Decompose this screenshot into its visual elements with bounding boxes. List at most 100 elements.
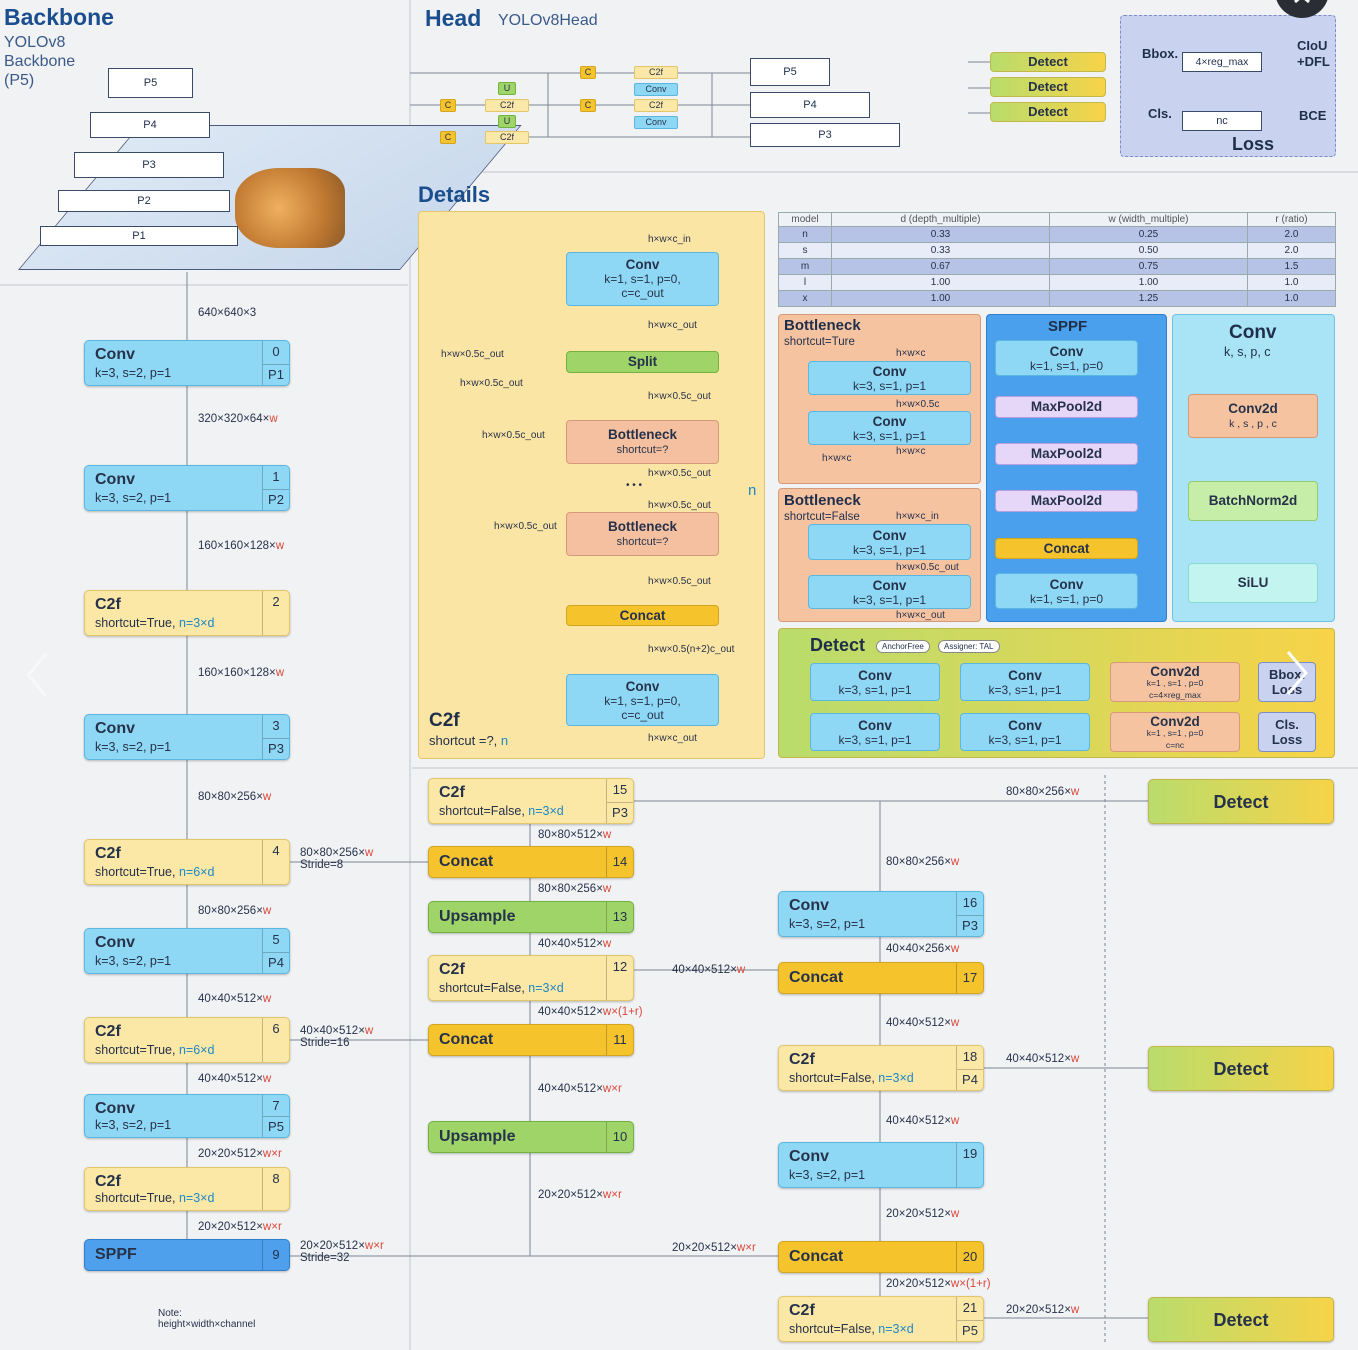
index-num: 1 [272, 469, 280, 484]
pyramid-p1: P1 [40, 226, 238, 246]
neck-shape-p: 20×20×512×w×(1+r) [886, 1278, 991, 1290]
neck-shape-a: 80×80×512×w [538, 829, 612, 841]
bottleneck-true-panel [778, 314, 981, 484]
c2f-split[interactable]: Split [566, 351, 719, 373]
loss-ciou: CIoU+DFL [1297, 38, 1330, 69]
detect-output-p5[interactable]: Detect [1148, 1297, 1334, 1342]
block-sub: shortcut=False, n=3×d [789, 1322, 914, 1336]
sppf-maxpool-2[interactable]: MaxPool2d [995, 443, 1138, 465]
neck-shape-e: 40×40×512×w×r [538, 1083, 622, 1095]
block-name: C2f [95, 1173, 121, 1190]
head-detect-1[interactable]: Detect [990, 52, 1106, 72]
close-icon[interactable] [1275, 0, 1329, 18]
index-num: 4 [272, 843, 280, 858]
pyramid-p4: P4 [90, 112, 210, 138]
loss-bce: BCE [1299, 108, 1327, 123]
backbone-model: YOLOv8 [4, 34, 66, 51]
block-name: Conv [95, 346, 135, 363]
chevron-left-icon[interactable] [22, 650, 56, 700]
block-name: Conv [95, 1100, 135, 1117]
head-level-p3: P3 [750, 123, 900, 147]
index-num: 18 [962, 1049, 978, 1064]
backbone-subtitle: YOLOv8 Backbone (P5) [4, 33, 75, 90]
bt-lbl-4: h×w×c [822, 453, 852, 464]
conv-detail-silu[interactable]: SiLU [1188, 563, 1318, 603]
block-index: 8 [262, 1168, 289, 1210]
col-width: w (width_multiple) [1049, 212, 1248, 227]
col-depth: d (depth_multiple) [831, 212, 1050, 227]
c2f-lbl-a: h×w×c_out [648, 320, 697, 331]
bottleneck-true-sub: shortcut=Ture [784, 336, 855, 348]
block-name: Upsample [439, 908, 516, 925]
index-num: 2 [272, 594, 280, 609]
level-tag: P4 [263, 952, 289, 970]
block-index: 6 [262, 1018, 289, 1062]
detect-cls-loss[interactable]: Cls.Loss [1258, 712, 1316, 752]
detect-bbox-loss[interactable]: Bbox.Loss [1258, 662, 1316, 702]
chevron-right-icon[interactable] [1280, 648, 1314, 698]
neck-shape-f: 20×20×512×w×r [538, 1189, 622, 1201]
block-sub: k=3, s=2, p=1 [95, 491, 172, 505]
bf-lbl-3: h×w×c_out [896, 610, 945, 621]
block-index: 17 [956, 963, 983, 993]
neck-shape-i: 40×40×256×w [886, 943, 960, 955]
sppf-concat[interactable]: Concat [995, 538, 1138, 559]
c2f-detail-sub: shortcut =?, n [429, 733, 509, 748]
conv-detail-batchnorm[interactable]: BatchNorm2d [1188, 481, 1318, 521]
bottleneck-true-title: Bottleneck [784, 317, 861, 334]
c2f-side-2: h×w×0.5c_out [460, 378, 523, 389]
head-detect-2[interactable]: Detect [990, 77, 1106, 97]
head-detect-3[interactable]: Detect [990, 102, 1106, 122]
block-name: Conv [95, 720, 135, 737]
block-index: 19 [956, 1143, 983, 1187]
detect-output-p3[interactable]: Detect [1148, 779, 1334, 824]
sppf-maxpool-1[interactable]: MaxPool2d [995, 396, 1138, 418]
c2f-concat[interactable]: Concat [566, 605, 719, 626]
backbone-sub: Backbone [4, 53, 76, 70]
detect-output-p4[interactable]: Detect [1148, 1046, 1334, 1091]
sppf-maxpool-3[interactable]: MaxPool2d [995, 490, 1138, 512]
loss-panel [1120, 15, 1336, 157]
